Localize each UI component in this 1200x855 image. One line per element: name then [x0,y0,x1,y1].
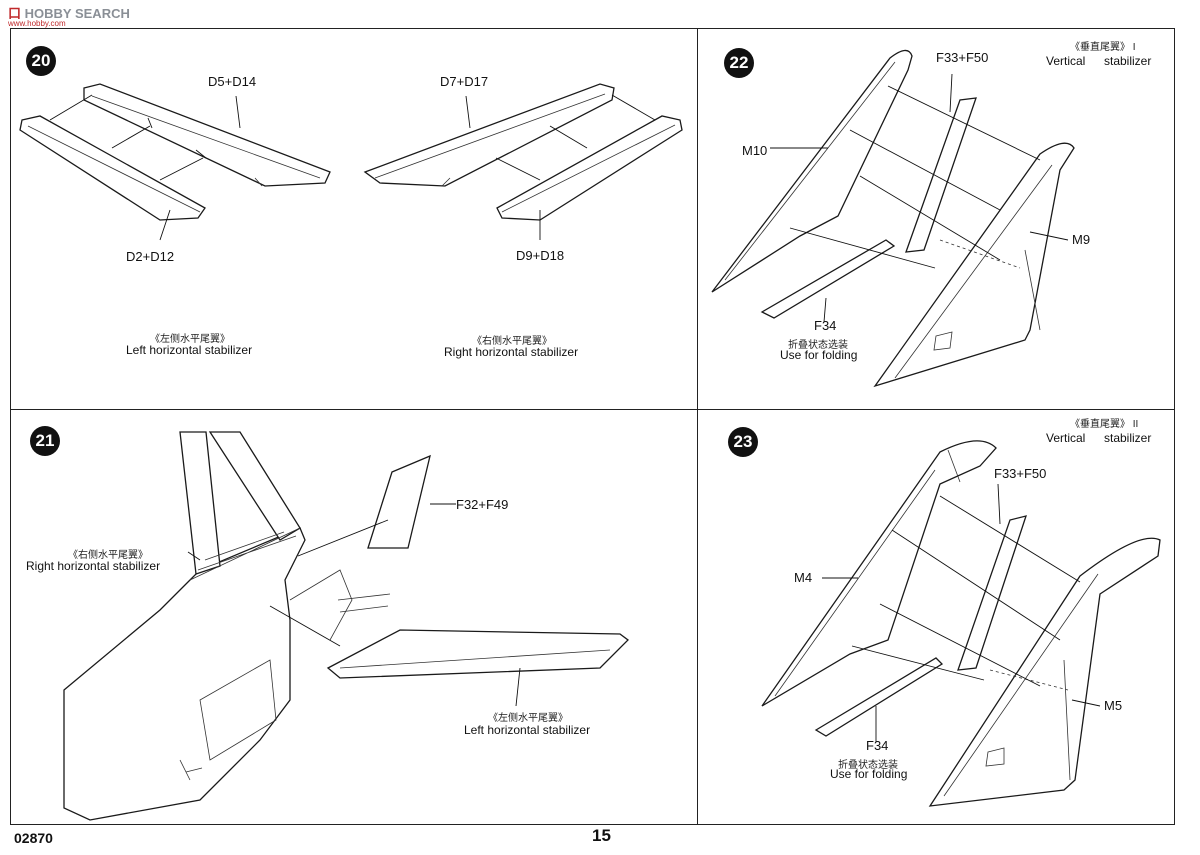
step22-right-fin-m9 [873,142,1075,388]
part-label-f33-f50-23: F33+F50 [994,466,1047,481]
caption-left-stabilizer-cn: 《左侧水平尾翼》 [150,334,230,345]
step-number-20: 20 [26,46,56,76]
step23-right-fin-m5 [928,537,1161,807]
step20-right-bottom-part [496,115,683,221]
caption-left-stabilizer-en: Left horizontal stabilizer [126,343,253,357]
step21-left-stabilizer [326,629,629,679]
step21-fuselage-tail [63,431,391,821]
step20-left-arrows [49,94,207,181]
hobby-search-watermark: 口 HOBBY SEARCH www.hobby.com [8,3,130,28]
step20-right-top-part [363,83,615,187]
header-vertical-stabilizer-ii-en-a: Vertical [1046,431,1086,445]
watermark-brand-text: HOBBY SEARCH [24,6,130,21]
part-label-f33-f50: F33+F50 [936,50,989,65]
part-label-d7-d17: D7+D17 [440,74,489,89]
caption-left-stabilizer-21-en: Left horizontal stabilizer [464,723,591,737]
step22-strip-f34 [760,239,896,319]
note-folding-23-cn: 折叠状态选装 [838,760,898,771]
caption-right-stabilizer-en: Right horizontal stabilizer [444,345,579,359]
caption-left-stabilizer-21-cn: 《左侧水平尾翼》 [488,713,568,724]
step21-flap-part [367,454,431,549]
part-label-d9-d18: D9+D18 [516,248,565,263]
step23-strip-f34 [814,657,944,737]
step23-fold-part-f33 [957,515,1027,671]
caption-right-stabilizer-21-cn: 《右侧水平尾翼》 [68,550,148,561]
part-label-m10: M10 [742,143,768,158]
header-vertical-stabilizer-i-cn: 《垂直尾翼》 I [1070,42,1136,53]
step22-left-fin-m10 [711,49,913,293]
caption-right-stabilizer-cn: 《右侧水平尾翼》 [472,336,552,347]
header-vertical-stabilizer-i-en-a: Vertical [1046,54,1086,68]
step22-arrows [770,73,1069,323]
watermark-url: www.hobby.com [8,19,66,28]
step-number-22: 22 [724,48,754,78]
header-vertical-stabilizer-ii-cn: 《垂直尾翼》 II [1070,419,1139,430]
header-vertical-stabilizer-i-en-b: stabilizer [1104,54,1152,68]
part-label-f34: F34 [814,318,837,333]
step23-arrows [822,483,1101,742]
watermark-brand-mark: 口 [8,6,22,21]
note-folding-cn: 折叠状态选装 [788,340,848,351]
part-label-d5-d14: D5+D14 [208,74,257,89]
panel-step-23 [697,409,1175,825]
note-folding-23-en: Use for folding [830,767,908,781]
part-label-f34-23: F34 [866,738,889,753]
caption-right-stabilizer-21-en: Right horizontal stabilizer [26,559,161,573]
step-number-23: 23 [728,427,758,457]
header-vertical-stabilizer-ii-en-b: stabilizer [1104,431,1152,445]
step20-right-arrows [495,94,656,181]
page-number: 15 [592,826,611,845]
part-label-f32-f49: F32+F49 [456,497,509,512]
product-code: 02870 [14,830,53,846]
part-label-d2-d12: D2+D12 [126,249,175,264]
step20-left-bottom-part [19,115,206,221]
part-label-m4: M4 [794,570,813,585]
step22-fold-part-f33 [905,97,977,253]
step20-left-pointers [159,95,241,241]
step20-right-pointers [465,95,541,240]
step23-left-fin-m4 [761,440,997,707]
step-number-21: 21 [30,426,60,456]
part-label-m5: M5 [1104,698,1123,713]
step21-arrows [187,503,521,707]
note-folding-en: Use for folding [780,348,858,362]
part-label-m9: M9 [1072,232,1091,247]
